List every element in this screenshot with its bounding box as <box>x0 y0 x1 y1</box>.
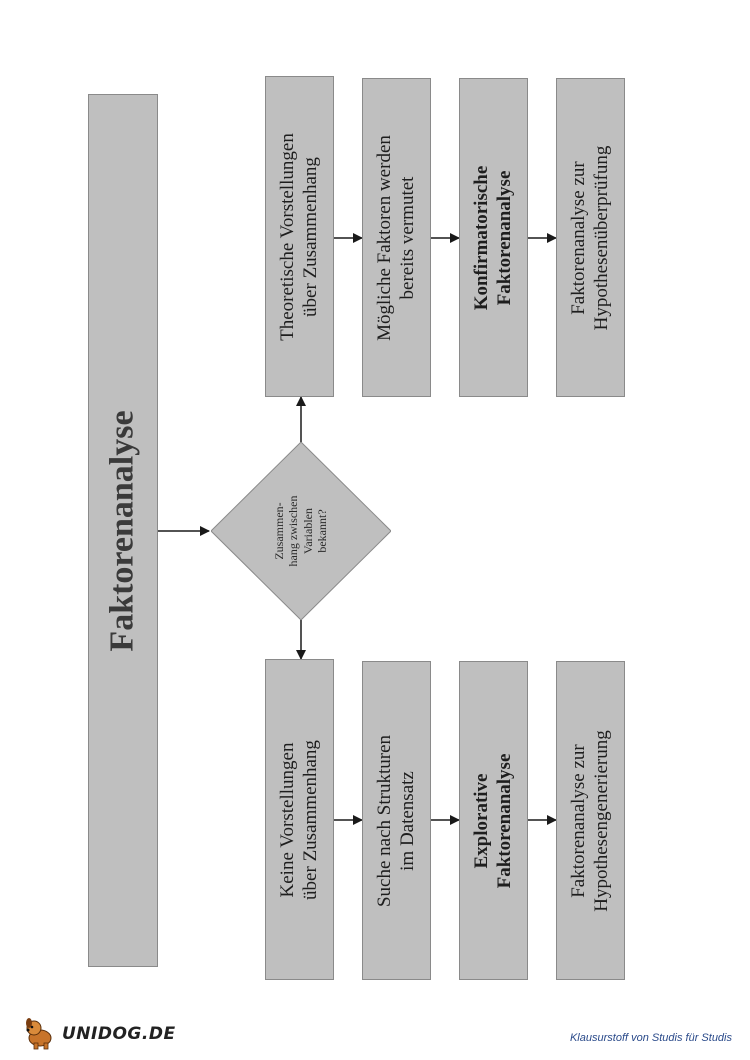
step-line: im Datensatz <box>396 770 418 871</box>
step-line: über Zusammenhang <box>299 156 321 317</box>
step-line: Faktorenanalyse <box>493 170 515 305</box>
exploratory-step-3: Explorative Faktorenanalyse <box>459 661 528 980</box>
step-text: Keine Vorstellungen über Zusammenhang <box>277 740 323 900</box>
step-text: Explorative Faktorenanalyse <box>471 753 517 888</box>
confirmatory-step-3: Konfirmatorische Faktorenanalyse <box>459 78 528 397</box>
confirmatory-step-4: Faktorenanalyse zur Hypothesenüberprüfun… <box>556 78 625 397</box>
confirmatory-step-1: Theoretische Vorstellungen über Zusammen… <box>265 76 334 397</box>
step-line: Faktorenanalyse <box>493 753 515 888</box>
exploratory-step-2: Suche nach Strukturen im Datensatz <box>362 661 431 980</box>
step-line: Theoretische Vorstellungen <box>276 132 298 341</box>
step-line: über Zusammenhang <box>299 739 321 900</box>
step-text: Suche nach Strukturen im Datensatz <box>374 734 420 906</box>
confirmatory-step-2: Mögliche Faktoren werden bereits vermute… <box>362 78 431 397</box>
title-box: Faktorenanalyse <box>88 94 158 967</box>
step-line: Faktorenanalyse zur <box>567 160 589 315</box>
step-text: Mögliche Faktoren werden bereits vermute… <box>374 135 420 341</box>
step-line: Hypothesengenerierung <box>590 729 612 912</box>
step-line: Konfirmatorische <box>470 165 492 310</box>
decision-line: bekannt? <box>315 509 330 553</box>
step-line: Explorative <box>470 773 492 869</box>
decision-question: Zusammen- hang zwischen Variablen bekann… <box>272 496 330 567</box>
step-line: bereits vermutet <box>396 176 418 299</box>
step-line: Faktorenanalyse zur <box>567 743 589 898</box>
dog-icon <box>26 1018 52 1050</box>
footer-tagline: Klausurstoff von Studis für Studis <box>569 1032 732 1044</box>
exploratory-step-4: Faktorenanalyse zur Hypothesengenerierun… <box>556 661 625 980</box>
decision-diamond: Zusammen- hang zwischen Variablen bekann… <box>211 442 391 620</box>
step-text: Konfirmatorische Faktorenanalyse <box>471 165 517 310</box>
logo-text: UNIDOG.DE <box>62 1024 176 1044</box>
step-text: Theoretische Vorstellungen über Zusammen… <box>277 133 323 341</box>
diagram-title: Faktorenanalyse <box>103 409 141 652</box>
step-line: Hypothesenüberprüfung <box>590 145 612 330</box>
decision-line: hang zwischen <box>286 495 301 567</box>
step-text: Faktorenanalyse zur Hypothesenüberprüfun… <box>568 145 614 330</box>
step-line: Mögliche Faktoren werden <box>373 134 395 341</box>
diamond-shape <box>211 442 391 620</box>
step-text: Faktorenanalyse zur Hypothesengenerierun… <box>568 730 614 912</box>
step-line: Keine Vorstellungen <box>276 742 298 897</box>
step-line: Suche nach Strukturen <box>373 734 395 907</box>
decision-line: Zusammen- <box>272 502 287 560</box>
unidog-logo[interactable]: UNIDOG.DE <box>22 1016 175 1052</box>
exploratory-step-1: Keine Vorstellungen über Zusammenhang <box>265 659 334 980</box>
decision-line: Variablen <box>301 508 315 554</box>
